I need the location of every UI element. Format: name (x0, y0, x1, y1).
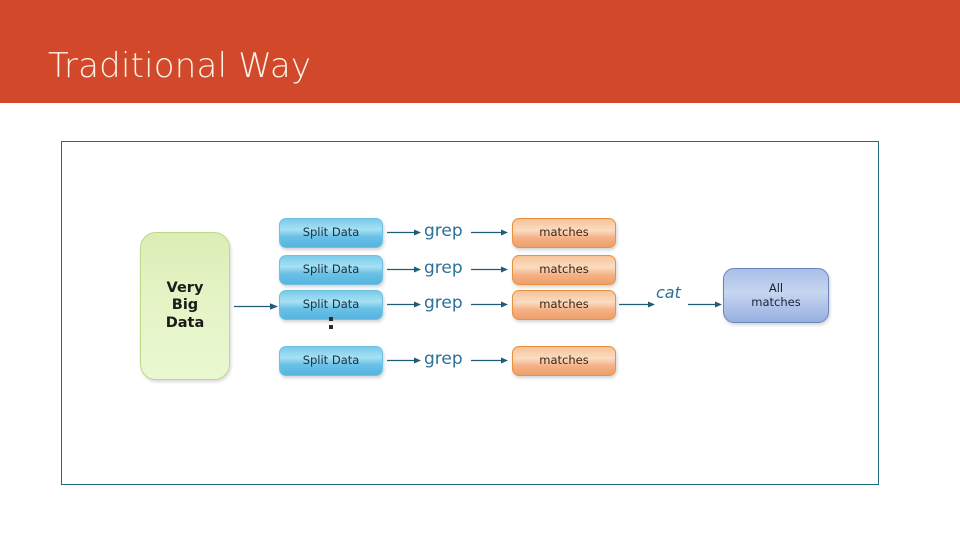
arrow-grep-to-matches-2 (471, 265, 508, 274)
command-cat: cat (656, 283, 681, 302)
vertical-ellipsis-icon (327, 317, 335, 329)
command-grep-4: grep (424, 349, 463, 369)
node-matches-1: matches (512, 218, 616, 248)
command-grep-1: grep (424, 221, 463, 241)
split-data-label-4: Split Data (302, 353, 360, 368)
matches-label-1: matches (539, 225, 589, 240)
split-data-label-2: Split Data (302, 262, 360, 277)
split-data-label-1: Split Data (302, 225, 360, 240)
ellipsis-dot-2 (329, 325, 333, 329)
ellipsis-dot-1 (329, 317, 333, 321)
very-big-data-line-1: Very (166, 280, 204, 297)
node-all-matches: All matches (723, 268, 829, 323)
arrow-split-to-grep-3 (387, 300, 421, 309)
all-matches-line-2: matches (751, 294, 801, 309)
node-split-data-1: Split Data (279, 218, 383, 248)
split-data-label-3: Split Data (302, 297, 360, 312)
all-matches-line-1: All (768, 280, 784, 295)
page-title: Traditional Way (48, 46, 312, 86)
node-matches-3: matches (512, 290, 616, 320)
very-big-data-line-2: Big (171, 297, 199, 314)
command-grep-2: grep (424, 258, 463, 278)
matches-label-2: matches (539, 262, 589, 277)
matches-label-4: matches (539, 353, 589, 368)
arrow-matches-to-cat (619, 300, 655, 309)
pipeline-diagram: Very Big Data Split Data (62, 142, 880, 486)
content-frame: Very Big Data Split Data (61, 141, 879, 485)
arrow-bigdata-to-split (234, 302, 278, 311)
node-split-data-2: Split Data (279, 255, 383, 285)
arrow-grep-to-matches-3 (471, 300, 508, 309)
arrow-grep-to-matches-4 (471, 356, 508, 365)
arrow-split-to-grep-2 (387, 265, 421, 274)
node-split-data-3: Split Data (279, 290, 383, 320)
node-matches-2: matches (512, 255, 616, 285)
title-banner: Traditional Way (0, 0, 960, 103)
node-matches-4: matches (512, 346, 616, 376)
arrow-cat-to-allmatches (688, 300, 722, 309)
node-very-big-data: Very Big Data (140, 232, 230, 380)
arrow-grep-to-matches-1 (471, 228, 508, 237)
matches-label-3: matches (539, 297, 589, 312)
arrow-split-to-grep-4 (387, 356, 421, 365)
node-split-data-4: Split Data (279, 346, 383, 376)
very-big-data-line-3: Data (165, 314, 205, 331)
command-grep-3: grep (424, 293, 463, 313)
arrow-split-to-grep-1 (387, 228, 421, 237)
